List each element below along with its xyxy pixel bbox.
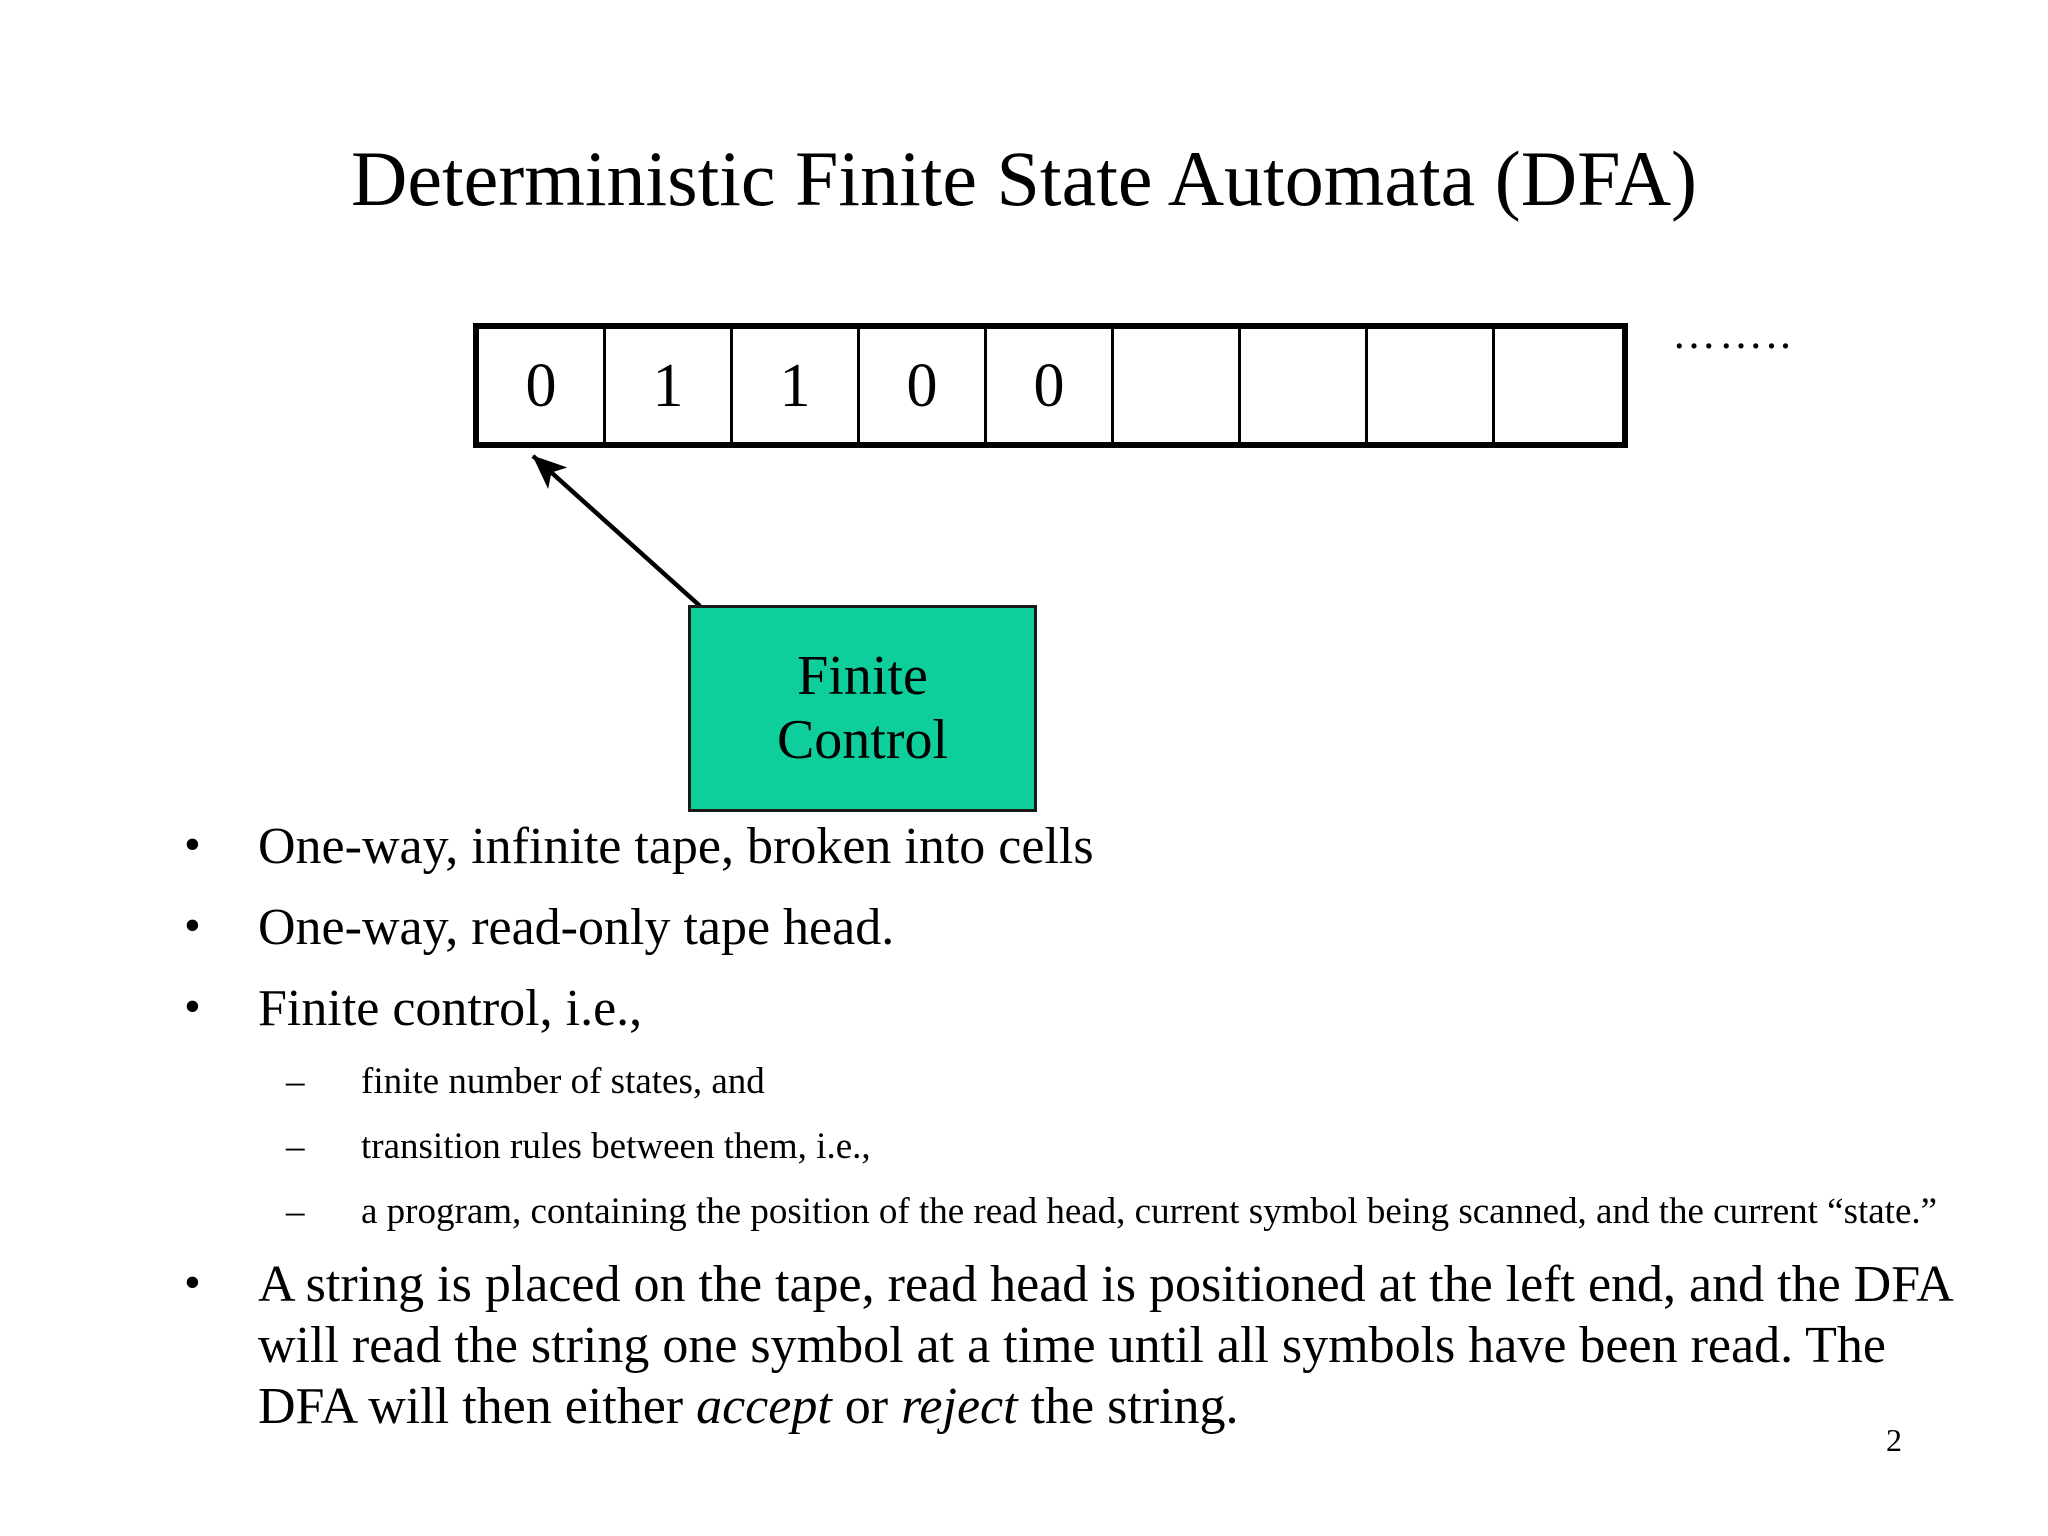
tape-cell-6 <box>1241 329 1368 442</box>
bullet-marker: • <box>184 1256 201 1310</box>
bullet-list: • One-way, infinite tape, broken into ce… <box>176 818 1976 1438</box>
list-item-text: Finite control, i.e., <box>258 980 643 1038</box>
list-item-final-paragraph: • A string is placed on the tape, read he… <box>176 1255 1958 1437</box>
bullet-marker: • <box>184 980 201 1034</box>
tape-head-arrow-icon <box>531 454 702 608</box>
tape-cell-5 <box>1114 329 1241 442</box>
page-title: Deterministic Finite State Automata (DFA… <box>351 135 1697 223</box>
finite-control-box: Finite Control <box>688 605 1037 812</box>
finite-control-line-1: Finite <box>797 645 928 708</box>
bullet-marker: • <box>184 818 201 871</box>
list-item-text: One-way, infinite tape, broken into cell… <box>258 818 1094 875</box>
sub-list-item: – finite number of states, and <box>176 1061 1976 1103</box>
dash-marker: – <box>286 1191 305 1233</box>
tape-cell-2: 1 <box>733 329 860 442</box>
list-item-text: One-way, read-only tape head. <box>258 899 895 957</box>
page-number: 2 <box>1886 1422 1902 1458</box>
dash-marker: – <box>286 1125 305 1167</box>
final-paragraph-part-2: or <box>831 1377 902 1435</box>
tape-cell-8 <box>1495 329 1622 442</box>
finite-control-line-2: Control <box>776 708 949 771</box>
tape-cell-3: 0 <box>860 329 987 442</box>
list-item: • One-way, infinite tape, broken into ce… <box>176 818 1976 876</box>
list-item: • One-way, read-only tape head. <box>176 899 1976 957</box>
tape-cell-0: 0 <box>479 329 606 442</box>
final-paragraph-emphasis-accept: accept <box>696 1377 832 1435</box>
bullet-marker: • <box>184 899 201 953</box>
tape-cell-4: 0 <box>987 329 1114 442</box>
tape-cell-1: 1 <box>606 329 733 442</box>
sub-list-item: – transition rules between them, i.e., <box>176 1126 1976 1168</box>
final-paragraph-part-1: A string is placed on the tape, read hea… <box>258 1256 1951 1435</box>
final-paragraph-emphasis-reject: reject <box>901 1377 1018 1435</box>
dash-marker: – <box>286 1060 305 1102</box>
final-paragraph-part-3: the string. <box>1017 1377 1239 1435</box>
sub-list-item-text: finite number of states, and <box>361 1060 765 1102</box>
tape-cell-7 <box>1368 329 1495 442</box>
tape-ellipsis: …….. <box>1672 309 1794 358</box>
list-item: • Finite control, i.e., <box>176 980 1976 1038</box>
sub-list-item-text: a program, containing the position of th… <box>361 1191 1938 1233</box>
sub-list-item: – a program, containing the position of … <box>176 1191 1976 1233</box>
sub-list-item-text: transition rules between them, i.e., <box>361 1125 871 1167</box>
